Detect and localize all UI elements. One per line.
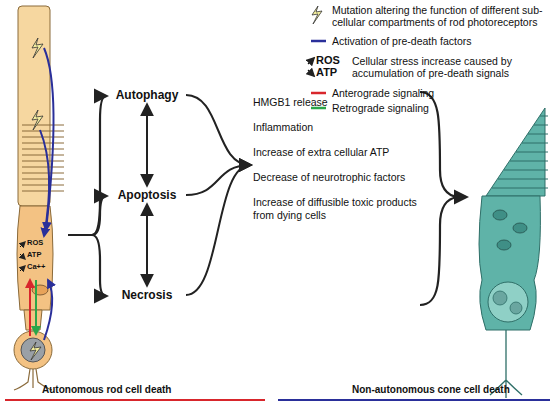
mitochondrion [32, 285, 48, 295]
factor-list: HMGB1 releaseInflammationIncrease of ext… [253, 96, 419, 234]
connector-arrow [146, 105, 148, 185]
lightning-symbol [30, 342, 41, 360]
node-text: Increase of extra cellular ATP [253, 146, 419, 159]
node-text: Apoptosis [110, 188, 184, 202]
label-text: Autonomous rod cell death [42, 384, 171, 395]
cone-lamellae [492, 116, 548, 188]
label-text: ATP [316, 66, 337, 78]
legend-text: Retrograde signaling [332, 102, 547, 114]
retrograde-arrow [35, 280, 37, 334]
blue-line-sample [311, 40, 326, 43]
node-text: Increase of diffusible toxic products fr… [253, 196, 419, 222]
nuclear-body [510, 302, 522, 314]
legend-text: Mutation altering the function of differ… [332, 4, 547, 28]
cone-bar [278, 399, 550, 401]
rod-discs [22, 125, 64, 191]
node-text: Inflammation [253, 121, 419, 134]
rod-soma [14, 331, 52, 369]
node-text: Necrosis [110, 288, 184, 302]
node-text: Decrease of neurotrophic factors [253, 171, 419, 184]
down-arrow-symbol [20, 254, 25, 259]
rod-nucleus [21, 338, 45, 362]
legend-text: Activation of pre-death factors [332, 35, 547, 47]
down-arrow-symbol [308, 70, 314, 76]
process-label: Autophagy [110, 88, 184, 102]
rod-neck [24, 310, 42, 330]
red-line-sample [311, 92, 326, 95]
rod-bar [5, 399, 265, 401]
brace-arrow [456, 196, 466, 198]
node-text: Autophagy [110, 88, 184, 102]
up-arrow-symbol [308, 58, 314, 64]
split-arrow [92, 235, 106, 296]
nuclear-body [493, 291, 507, 305]
rod-outer-segment [18, 6, 50, 206]
legend-text: Cellular stress increase caused by accum… [352, 55, 547, 79]
mitochondrion [497, 240, 511, 250]
connector-arrow [146, 205, 148, 285]
mitochondrion [493, 210, 507, 220]
connector-arrow [186, 165, 250, 295]
anterograde-arrow [29, 280, 31, 336]
label-text: ROS [316, 54, 340, 66]
label-text: Ca++ [27, 262, 45, 271]
activation-arrow [44, 280, 52, 340]
cone-nucleus [488, 282, 528, 322]
legend-text: Anterograde signaling [332, 87, 547, 99]
split-arrow [68, 96, 106, 235]
up-arrow-symbol [20, 266, 25, 271]
lightning-symbol [32, 38, 43, 58]
label-text: ROS [27, 238, 43, 247]
label-text: ATP [27, 250, 41, 259]
cone-inner-segment [479, 196, 540, 330]
up-arrow-symbol [20, 242, 25, 247]
lightning-symbol [32, 110, 43, 130]
connector-arrow [186, 95, 250, 165]
lightning-symbol [312, 6, 322, 24]
brace [420, 92, 458, 305]
mitochondrion [513, 223, 527, 233]
label-text: Non-autonomous cone cell death [352, 384, 510, 395]
split-arrow [92, 196, 106, 235]
process-label: Apoptosis [110, 188, 184, 202]
activation-arrow [40, 130, 49, 236]
process-label: Necrosis [110, 288, 184, 302]
